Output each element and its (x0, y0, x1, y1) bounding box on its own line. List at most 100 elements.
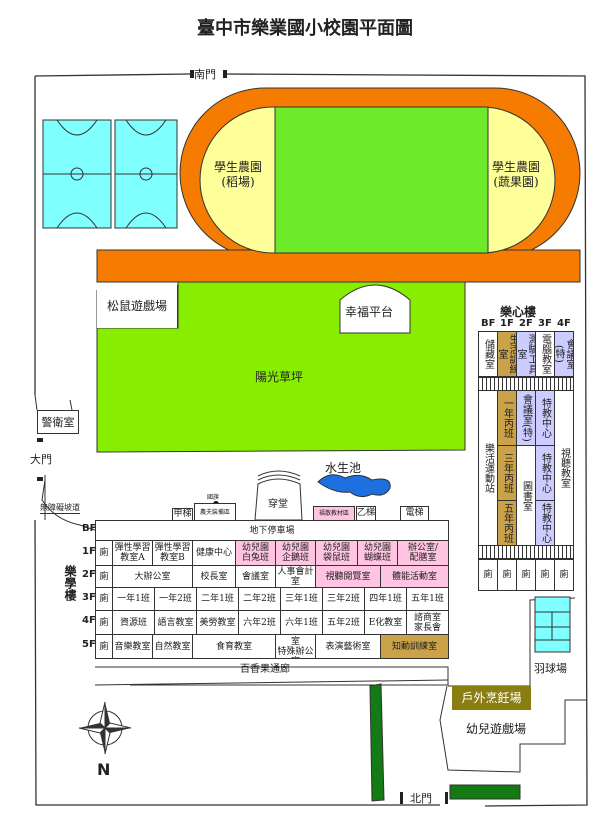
room-5f: 食育教室 (192, 634, 276, 659)
room-5f: 自然教室 (152, 634, 193, 659)
heart-room: 一年丙班 (497, 390, 517, 446)
badminton-label: 羽球場 (534, 662, 567, 675)
heart-room: 會議室(特) (516, 390, 536, 446)
campus-boundary (34, 73, 588, 807)
room-1f: 幼兒園 袋鼠班 (315, 540, 358, 566)
heart-room: 特教中心 (535, 390, 555, 446)
heart-stairs-bottom (478, 545, 574, 559)
green-hedge (369, 683, 385, 802)
south-gate-label: 南門 (194, 68, 216, 81)
floor-label-bf: BF (82, 523, 97, 534)
restroom: 廁 (95, 610, 113, 635)
room-3f: 二年1班 (196, 587, 239, 611)
pond-label: 水生池 (325, 461, 362, 475)
main-building-name: 樂學樓 (63, 565, 77, 601)
farm-veg-label: 學生農園 (蔬果園) (492, 160, 541, 189)
room-3f: 五年1班 (406, 587, 449, 611)
outdoor-cooking-area: 戶外烹飪場 (452, 686, 531, 710)
room-1f: 彈性學習 教室A (112, 540, 153, 566)
track-field (274, 106, 489, 254)
main-gate-label: 大門 (30, 453, 52, 466)
room-4f: 六年1班 (280, 610, 323, 635)
floor-label-5f: 5F (82, 639, 96, 650)
room-5f: 表演藝術室 (315, 634, 381, 659)
room-4f: 語言教室 (154, 610, 197, 635)
running-track-straight (96, 249, 581, 283)
heart-room-top: 電腦教室 (535, 331, 555, 377)
basketball-courts (42, 119, 178, 229)
restroom: 廁 (478, 559, 498, 591)
room-1f: 辦公室/ 配膳室 (397, 540, 449, 566)
campus-boundary-lower (34, 519, 400, 806)
compass-rose-icon (78, 701, 132, 755)
room-5f: 校史資料室 特殊辦公室 (275, 634, 316, 659)
restroom: 廁 (516, 559, 536, 591)
room-4f: 資源班 (112, 610, 155, 635)
sunshine-lawn-label: 陽光草坪 (255, 370, 304, 384)
squirrel-playground: 松鼠遊戲場 (97, 285, 178, 328)
room-1f: 幼兒園 蝴蝶班 (357, 540, 398, 566)
heart-stairs-top (478, 377, 574, 391)
room-2f: 視聽閱覽室 (315, 565, 381, 588)
room-2f: 校長室 (192, 565, 236, 588)
room-2f: 體能活動室 (380, 565, 449, 588)
room-4f: 五年2班 (322, 610, 365, 635)
room-4f: 諮商室 家長會 (406, 610, 449, 635)
heart-floor-label: 1F (500, 318, 514, 329)
room-2f: 人事會計室 (275, 565, 316, 588)
restroom: 廁 (535, 559, 555, 591)
restroom: 廁 (95, 587, 113, 611)
flag-label: 國旗 (207, 494, 220, 501)
hall-label: 穿堂 (268, 499, 288, 510)
farmer-gear-area: 農夫裝備區 (194, 503, 236, 521)
restroom: 廁 (497, 559, 517, 591)
heart-floor-label: 2F (519, 318, 533, 329)
material-area: 福散教材區 (313, 506, 355, 521)
hall-building (254, 478, 303, 521)
room-3f: 一年1班 (112, 587, 155, 611)
heart-room: 圖書室 (516, 445, 536, 546)
floor-label-1f: 1F (82, 545, 96, 557)
aquatic-pond (317, 474, 391, 498)
heart-room: 樂活運動站 (478, 390, 498, 546)
south-gate-post (190, 70, 194, 78)
heart-building-name: 樂心樓 (500, 305, 537, 319)
elevator: 電梯 (400, 506, 429, 521)
heart-room-top: 會議室(特) (554, 331, 574, 377)
restroom: 廁 (95, 634, 113, 659)
south-gate-post (223, 70, 227, 78)
happiness-platform-label: 幸福平台 (345, 305, 394, 319)
heart-floor-label: 3F (538, 318, 552, 329)
ramp-label: 無障礙坡道 (40, 503, 80, 514)
green-hedge-north (449, 784, 521, 800)
room-3f: 三年2班 (322, 587, 365, 611)
room-3f: 三年1班 (280, 587, 323, 611)
heart-room: 三年丙班 (497, 445, 517, 501)
heart-room: 視聽教室 (554, 390, 574, 546)
room-3f: 四年1班 (364, 587, 407, 611)
floor-label-3f: 3F (82, 591, 96, 603)
heart-room: 特教中心 (535, 500, 555, 546)
farm-rice-label: 學生農園 (稻場) (214, 160, 263, 189)
guard-room: 警衛室 (37, 410, 79, 434)
happiness-platform (339, 284, 411, 334)
room-3f: 一年2班 (154, 587, 197, 611)
room-bf: 地下停車場 (95, 520, 449, 541)
stair-b: 乙梯 (356, 506, 376, 521)
room-1f: 幼兒園 白兔班 (235, 540, 276, 566)
room-2f: 大辦公室 (112, 565, 193, 588)
room-2f: 會議室 (235, 565, 276, 588)
room-5f: 音樂教室 (112, 634, 153, 659)
restroom: 廁 (95, 540, 113, 566)
heart-room: 特教中心 (535, 445, 555, 501)
floor-label-4f: 4F (82, 615, 96, 626)
room-4f: E化教室 (364, 610, 407, 635)
room-1f: 健康中心 (192, 540, 236, 566)
heart-room-top: 測驗工具室 (516, 331, 536, 377)
room-4f: 六年2班 (238, 610, 281, 635)
kids-playground-label: 幼兒遊戲場 (466, 722, 527, 736)
heart-room-top: 生活訓練室 (497, 331, 517, 377)
room-3f: 二年2班 (238, 587, 281, 611)
heart-floor-label: 4F (557, 318, 571, 329)
